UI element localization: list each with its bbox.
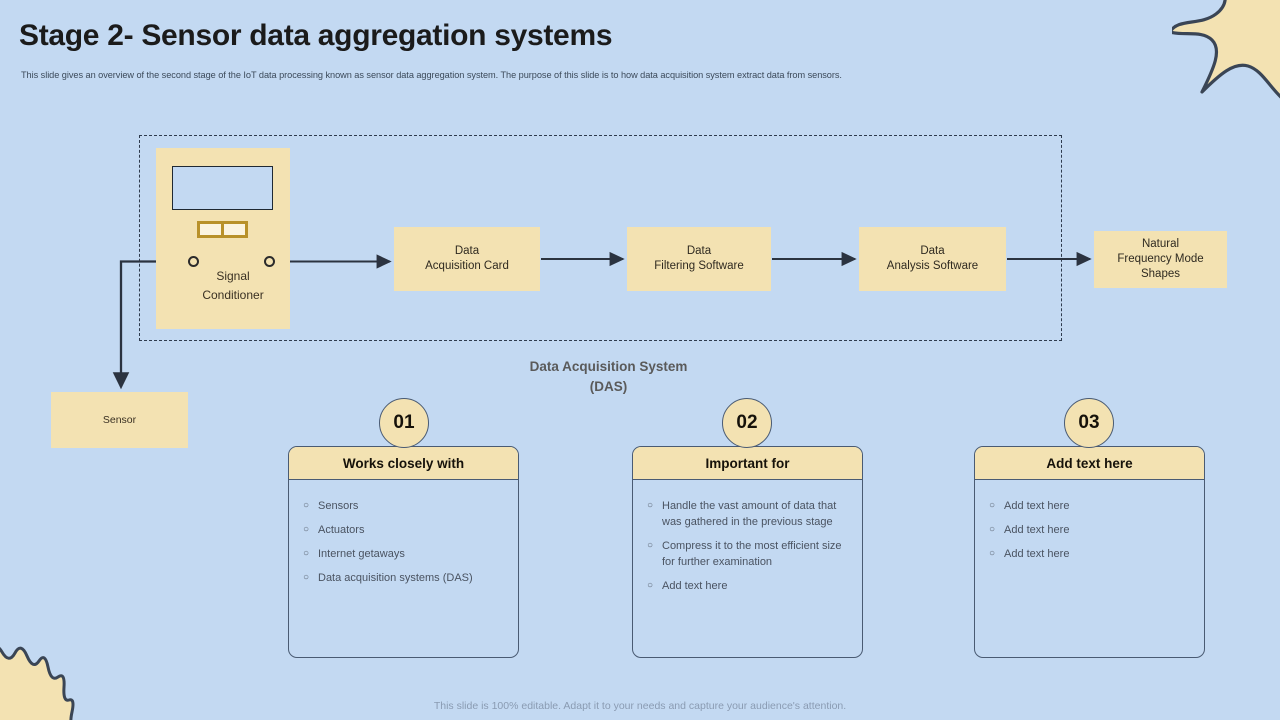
list-item: ○ Add text here	[989, 498, 1192, 514]
list-item: ○ Data acquisition systems (DAS)	[303, 570, 506, 586]
bullet-marker-icon: ○	[989, 524, 996, 535]
bullet-marker-icon: ○	[647, 500, 654, 511]
flow-box-1-line-2: Acquisition Card	[425, 260, 509, 272]
flow-box-natural-frequency-mode-shapes[interactable]: Natural Frequency Mode Shapes	[1094, 231, 1227, 288]
flow-box-3-line-1: Data	[920, 245, 945, 257]
list-item-label: Add text here	[662, 580, 728, 592]
card-1-number: 01	[393, 412, 415, 433]
button-left-icon	[200, 224, 221, 235]
info-card-3[interactable]: Add text here ○ Add text here ○ Add text…	[974, 446, 1205, 658]
info-card-1[interactable]: Works closely with ○ Sensors ○ Actuators…	[288, 446, 519, 658]
card-2-bullet-list: ○ Handle the vast amount of data that wa…	[633, 480, 862, 602]
list-item-label: Sensors	[318, 500, 359, 512]
bullet-marker-icon: ○	[303, 548, 310, 559]
bullet-marker-icon: ○	[303, 500, 310, 511]
card-1-bullet-list: ○ Sensors ○ Actuators ○ Internet getaway…	[289, 480, 518, 594]
page-title: Stage 2- Sensor data aggregation systems	[19, 19, 613, 52]
signal-conditioner-label: Signal Conditioner	[172, 267, 294, 305]
list-item-label: Compress it to the most efficient size f…	[662, 540, 842, 568]
signal-conditioner-label-line-2: Conditioner	[202, 288, 264, 302]
card-3-bullet-list: ○ Add text here ○ Add text here ○ Add te…	[975, 480, 1204, 570]
list-item: ○ Add text here	[989, 546, 1192, 562]
slide-footer-note: This slide is 100% editable. Adapt it to…	[433, 700, 847, 712]
flow-box-2-line-2: Filtering Software	[654, 260, 744, 272]
sensor-box[interactable]: Sensor	[51, 392, 188, 448]
list-item-label: Actuators	[318, 524, 365, 536]
das-boundary-label: Data Acquisition System (DAS)	[466, 357, 751, 397]
button-right-icon	[224, 224, 245, 235]
flow-box-data-analysis-software[interactable]: Data Analysis Software	[859, 227, 1006, 291]
flow-box-4-line-2: Frequency Mode	[1117, 253, 1204, 265]
card-3-number-badge: 03	[1064, 398, 1114, 448]
output-port-icon	[264, 256, 275, 267]
sensor-label: Sensor	[102, 414, 137, 426]
list-item: ○ Add text here	[647, 578, 850, 594]
bullet-marker-icon: ○	[647, 580, 654, 591]
flow-box-data-acquisition-card[interactable]: Data Acquisition Card	[394, 227, 540, 291]
card-2-number-badge: 02	[722, 398, 772, 448]
input-port-icon	[188, 256, 199, 267]
flow-box-2-line-1: Data	[686, 245, 712, 257]
card-1-title: Works closely with	[289, 447, 518, 480]
display-screen-icon	[172, 166, 273, 210]
flow-box-1-line-1: Data	[454, 245, 480, 257]
das-label-line-2: (DAS)	[589, 379, 628, 394]
list-item-label: Data acquisition systems (DAS)	[318, 572, 473, 584]
page-subtitle: This slide gives an overview of the seco…	[21, 70, 842, 80]
bullet-marker-icon: ○	[647, 540, 654, 551]
double-button-panel-icon	[197, 221, 248, 238]
list-item: ○ Actuators	[303, 522, 506, 538]
list-item: ○ Add text here	[989, 522, 1192, 538]
card-3-number: 03	[1078, 412, 1100, 433]
bullet-marker-icon: ○	[989, 500, 996, 511]
bullet-marker-icon: ○	[989, 548, 996, 559]
list-item-label: Add text here	[1004, 548, 1070, 560]
list-item: ○ Internet getaways	[303, 546, 506, 562]
flow-box-3-line-2: Analysis Software	[886, 260, 979, 272]
bullet-marker-icon: ○	[303, 524, 310, 535]
list-item: ○ Compress it to the most efficient size…	[647, 538, 850, 570]
das-boundary-box	[139, 135, 1062, 341]
card-2-number: 02	[736, 412, 758, 433]
list-item: ○ Handle the vast amount of data that wa…	[647, 498, 850, 530]
card-1-number-badge: 01	[379, 398, 429, 448]
flow-box-4-line-1: Natural	[1141, 238, 1180, 250]
list-item-label: Handle the vast amount of data that was …	[662, 500, 837, 528]
info-card-2[interactable]: Important for ○ Handle the vast amount o…	[632, 446, 863, 658]
list-item-label: Add text here	[1004, 524, 1070, 536]
card-2-title: Important for	[633, 447, 862, 480]
list-item: ○ Sensors	[303, 498, 506, 514]
das-label-line-1: Data Acquisition System	[529, 359, 688, 374]
card-3-title: Add text here	[975, 447, 1204, 480]
list-item-label: Internet getaways	[318, 548, 405, 560]
signal-conditioner-label-line-1: Signal	[216, 269, 250, 283]
list-item-label: Add text here	[1004, 500, 1070, 512]
flow-box-4-line-3: Shapes	[1140, 268, 1180, 280]
bullet-marker-icon: ○	[303, 572, 310, 583]
flow-box-data-filtering-software[interactable]: Data Filtering Software	[627, 227, 771, 291]
